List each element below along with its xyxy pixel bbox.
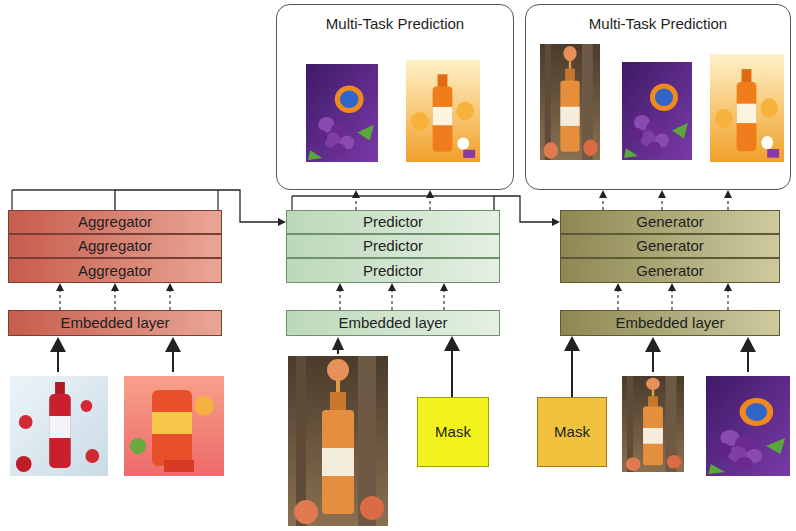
product-image: [288, 356, 388, 526]
node-label: Generator: [636, 236, 704, 256]
product-image: [706, 376, 790, 476]
arrow-head: [111, 283, 119, 291]
connector-line: [451, 351, 453, 397]
node-label: Generator: [636, 261, 704, 281]
connector: [614, 283, 622, 310]
arrow-head: [724, 283, 732, 291]
product-image: [540, 44, 600, 160]
node-label: Embedded layer: [60, 313, 169, 333]
connector-line: [443, 291, 444, 310]
connector: [658, 190, 666, 210]
embedding-layer: Embedded layer: [286, 310, 500, 336]
arrow-head: [336, 283, 344, 291]
aggregator-layer: Aggregator: [8, 234, 222, 258]
embedding-layer: Embedded layer: [8, 310, 222, 336]
connector: [564, 336, 580, 397]
product-image: [622, 376, 684, 472]
arrow-head: [440, 283, 448, 291]
arrow-head: [614, 283, 622, 291]
connector-line: [602, 198, 603, 210]
node-label: Generator: [636, 212, 704, 232]
connector-line: [494, 196, 552, 222]
aggregator-layer: Aggregator: [8, 258, 222, 283]
node-label: Mask: [554, 422, 590, 442]
connector-line: [169, 291, 170, 310]
connector-line: [114, 291, 115, 310]
product-image: [406, 60, 480, 162]
arrow-head: [352, 190, 360, 198]
product-image: [10, 376, 108, 476]
connector: [166, 283, 174, 310]
generator-layer: Generator: [560, 234, 780, 258]
connector: [724, 190, 732, 210]
arrow-head: [166, 283, 174, 291]
connector: [440, 283, 448, 310]
predictor-layer: Predictor: [286, 258, 500, 283]
connector: [426, 190, 434, 210]
connector-line: [391, 291, 392, 310]
connector: [388, 283, 396, 310]
generator-layer: Generator: [560, 258, 780, 283]
arrow-head: [599, 190, 607, 198]
arrow-head: [278, 218, 286, 226]
node-label: Embedded layer: [338, 313, 447, 333]
connector-line: [429, 198, 430, 210]
arrow-head: [564, 336, 580, 351]
arrow-head: [56, 283, 64, 291]
product-image: [306, 64, 378, 162]
node-label: Predictor: [363, 261, 423, 281]
node-label: Embedded layer: [615, 313, 724, 333]
arrow-head: [426, 190, 434, 198]
connector-line: [571, 351, 573, 397]
connector-line: [661, 198, 662, 210]
connector: [336, 283, 344, 310]
mask-box: Mask: [417, 397, 489, 467]
connector-line: [59, 291, 60, 310]
node-label: Aggregator: [78, 212, 152, 232]
connector-line: [617, 291, 618, 310]
input-arrow: [50, 337, 756, 372]
connector-line: [727, 291, 728, 310]
connector-line: [671, 291, 672, 310]
arrow-head: [724, 190, 732, 198]
connector: [668, 283, 676, 310]
product-image: [124, 376, 224, 476]
arrow-head: [388, 283, 396, 291]
node-label: Aggregator: [78, 261, 152, 281]
connector: [494, 196, 560, 226]
product-image: [622, 62, 692, 160]
arrow-head: [658, 190, 666, 198]
generator-layer: Generator: [560, 210, 780, 234]
arrow-head: [668, 283, 676, 291]
aggregator-layer: Aggregator: [8, 210, 222, 234]
connector-line: [355, 198, 356, 210]
predictor-layer: Predictor: [286, 210, 500, 234]
node-label: Predictor: [363, 212, 423, 232]
connector: [724, 283, 732, 310]
predictor-layer: Predictor: [286, 234, 500, 258]
node-label: Multi-Task Prediction: [589, 14, 727, 34]
node-label: Mask: [435, 422, 471, 442]
connector: [444, 336, 460, 397]
arrow-head: [552, 218, 560, 226]
node-label: Aggregator: [78, 236, 152, 256]
product-image: [710, 54, 784, 162]
arrow-head: [444, 336, 460, 351]
embedding-layer: Embedded layer: [560, 310, 780, 336]
connector-line: [727, 198, 728, 210]
prediction-panel: Multi-Task Prediction: [276, 4, 514, 190]
prediction-panel: Multi-Task Prediction: [525, 4, 791, 190]
mask-box: Mask: [537, 397, 607, 467]
node-label: Multi-Task Prediction: [326, 14, 464, 34]
connector: [599, 190, 607, 210]
node-label: Predictor: [363, 236, 423, 256]
connector: [352, 190, 360, 210]
connector: [111, 283, 119, 310]
bundle-line: [12, 190, 494, 210]
connector-line: [339, 291, 340, 310]
connector: [56, 283, 64, 310]
